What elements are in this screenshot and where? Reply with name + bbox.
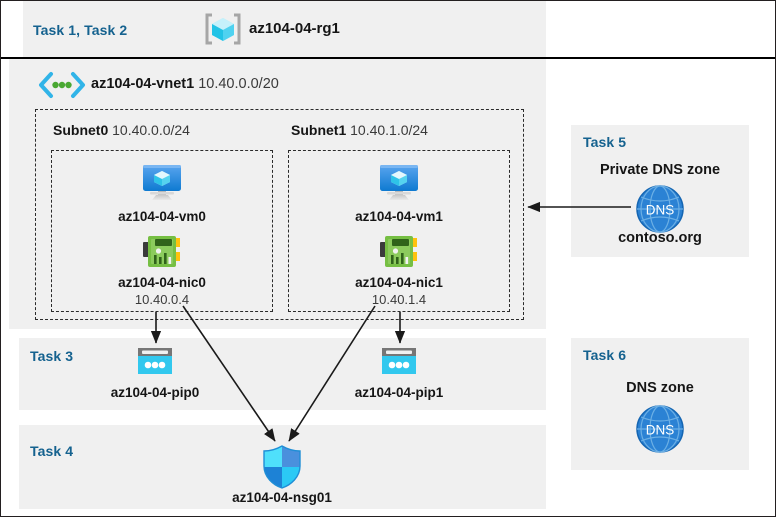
dns-zone-heading: DNS zone (626, 380, 694, 396)
resource-group-cube-icon (203, 9, 243, 49)
vnet-cidr: 10.40.0.0/20 (198, 76, 279, 92)
subnet-0-nic-icon (140, 233, 184, 271)
subnet-1-vm-icon (373, 159, 425, 203)
subnet-0-title: Subnet0 10.40.0.0/24 (53, 122, 190, 138)
network-security-group-shield-icon (261, 444, 303, 490)
task-label-5: Task 5 (583, 134, 627, 150)
task3-panel (19, 338, 546, 410)
public-ip-1-name: az104-04-pip1 (354, 385, 444, 400)
vnet-title: az104-04-vnet1 10.40.0.0/20 (91, 76, 279, 92)
subnet-1-cidr: 10.40.1.0/24 (350, 122, 428, 138)
subnet-1-title: Subnet1 10.40.1.0/24 (291, 122, 428, 138)
public-ip-0-icon (134, 346, 176, 380)
private-dns-zone-name: contoso.org (618, 230, 702, 246)
task-label-6: Task 6 (583, 347, 627, 363)
task-label-1-2: Task 1, Task 2 (33, 22, 128, 38)
subnet-0-vm-icon (136, 159, 188, 203)
subnet-0-nic-name: az104-04-nic0 (118, 275, 206, 290)
vnet-name: az104-04-vnet1 (91, 76, 195, 92)
dns-icon-text: DNS (646, 423, 675, 438)
subnet-0-nic-ip: 10.40.0.4 (134, 292, 190, 307)
dns-globe-icon: DNS (635, 404, 685, 454)
header-divider (1, 57, 775, 59)
task-label-4: Task 4 (30, 443, 74, 459)
nsg-name: az104-04-nsg01 (232, 490, 332, 505)
subnet-1-name: Subnet1 (291, 122, 347, 138)
subnet-1-nic-ip: 10.40.1.4 (371, 292, 427, 307)
private-dns-globe-icon: DNS (635, 184, 685, 234)
subnet-1-vm-name: az104-04-vm1 (355, 209, 443, 224)
task-label-3: Task 3 (30, 348, 74, 364)
resource-group-name-text: az104-04-rg1 (249, 20, 340, 37)
resource-group-name: az104-04-rg1 (249, 20, 340, 37)
virtual-network-icon (37, 71, 87, 99)
resource-group-header-panel (23, 1, 546, 58)
private-dns-icon-text: DNS (646, 203, 675, 218)
private-dns-zone-heading: Private DNS zone (599, 162, 721, 178)
public-ip-1-icon (378, 346, 420, 380)
subnet-0-name: Subnet0 (53, 122, 109, 138)
subnet-0-cidr: 10.40.0.0/24 (112, 122, 190, 138)
subnet-0-vm-name: az104-04-vm0 (118, 209, 206, 224)
public-ip-0-name: az104-04-pip0 (110, 385, 200, 400)
subnet-1-nic-name: az104-04-nic1 (355, 275, 443, 290)
subnet-1-nic-icon (377, 233, 421, 271)
